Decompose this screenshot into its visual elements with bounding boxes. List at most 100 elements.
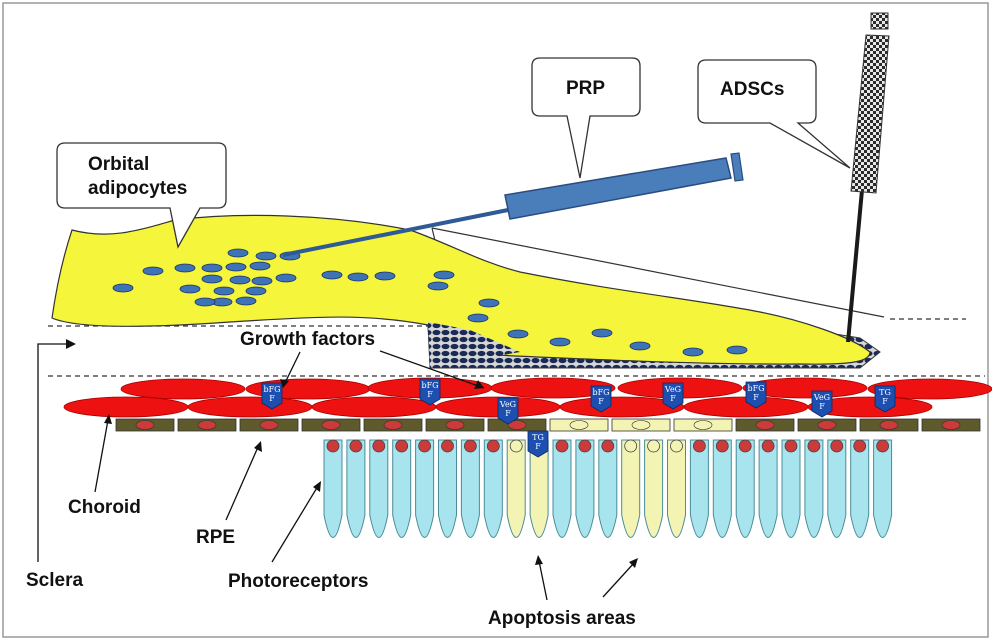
growth-factor-tag-text: F	[882, 397, 888, 406]
adipocyte-nucleus	[194, 297, 216, 307]
growth-factor-tag-text: F	[269, 394, 275, 403]
adipocyte-nucleus	[427, 281, 449, 291]
apoptosis-areas-label: Apoptosis areas	[488, 608, 636, 629]
choroid-vessel	[742, 377, 868, 399]
rpe-nucleus	[879, 420, 899, 430]
choroid-vessel	[187, 396, 313, 418]
adipocyte-nucleus	[235, 296, 257, 306]
rpe-nucleus	[817, 420, 837, 430]
choroid-vessel	[867, 378, 992, 400]
adipocyte-nucleus	[591, 328, 613, 338]
growth-factor-tag-text: F	[427, 390, 433, 399]
photoreceptor-nucleus	[784, 439, 798, 453]
choroid-vessel	[311, 396, 437, 418]
adipocyte-nucleus	[255, 251, 277, 261]
growth-factor-tag-text: bFG	[421, 381, 438, 390]
choroid-layer	[63, 377, 992, 418]
photoreceptor-nucleus	[853, 439, 867, 453]
prp-label: PRP	[566, 78, 605, 99]
photoreceptor-nucleus	[807, 439, 821, 453]
rpe-nucleus	[941, 420, 961, 430]
injection-plane-line	[431, 227, 885, 318]
growth-factor-tag-text: F	[819, 402, 825, 411]
rpe-nucleus	[135, 420, 155, 430]
adscs-syringe	[846, 12, 890, 343]
growth-factor-tag-text: F	[753, 393, 759, 402]
adipocyte-nuclei	[112, 248, 748, 357]
photoreceptor-nucleus	[761, 439, 775, 453]
adipocyte-nucleus	[201, 263, 223, 273]
photoreceptor-nucleus	[555, 439, 569, 453]
growth-factor-tag-text: bFG	[263, 385, 280, 394]
growth-factors-arrow-left	[280, 351, 301, 388]
choroid-label: Choroid	[68, 497, 141, 518]
rpe-nucleus	[507, 420, 527, 430]
photoreceptor-nucleus	[463, 439, 477, 453]
photoreceptor-cell	[621, 439, 641, 538]
photoreceptor-cell	[529, 439, 549, 538]
orbital-adipocytes-label-line2: adipocytes	[88, 178, 187, 199]
photoreceptor-cell	[804, 439, 824, 538]
adipocyte-nucleus	[507, 329, 529, 339]
adipocyte-nucleus	[201, 274, 223, 284]
photoreceptor-cell	[483, 439, 503, 538]
photoreceptor-cell	[850, 439, 870, 538]
choroid-vessel	[63, 396, 189, 418]
adipocyte-nucleus	[174, 263, 196, 273]
photoreceptor-cell	[873, 439, 893, 538]
photoreceptor-nucleus	[509, 439, 523, 453]
adipocyte-nucleus	[249, 261, 271, 271]
photoreceptor-nucleus	[830, 439, 844, 453]
photoreceptor-nucleus	[647, 439, 660, 453]
adipocyte-nucleus	[682, 347, 704, 357]
photoreceptor-cell	[575, 439, 595, 538]
photoreceptor-nucleus	[326, 439, 340, 453]
adscs-callout: ADSCs	[697, 59, 851, 169]
growth-factor-tag-text: F	[598, 397, 604, 406]
photoreceptor-nucleus	[578, 439, 592, 453]
choroid-vessel	[120, 378, 246, 400]
photoreceptor-nucleus	[372, 439, 386, 453]
prp-callout: PRP	[531, 57, 641, 179]
growth-factor-tag-text: bFG	[747, 384, 764, 393]
rpe-layer	[115, 418, 981, 432]
adscs-label: ADSCs	[720, 79, 784, 100]
growth-factor-tag: TGF	[527, 430, 549, 458]
photoreceptor-cell	[781, 439, 801, 538]
rpe-nucleus	[755, 420, 775, 430]
apoptosis-arrow-right	[602, 558, 638, 598]
photoreceptor-cell	[644, 439, 664, 538]
growth-factor-tag-shape	[261, 382, 283, 410]
growth-factor-tag-shape	[874, 385, 896, 413]
growth-factors-arrow	[379, 350, 485, 389]
growth-factor-tag-shape	[497, 397, 519, 425]
rpe-label: RPE	[196, 527, 235, 548]
growth-factor-tag: TGF	[874, 385, 896, 413]
growth-factor-tag-text: TG	[532, 433, 544, 442]
rpe-nucleus	[197, 420, 217, 430]
growth-factor-tag-text: F	[670, 394, 676, 403]
photoreceptor-cell	[346, 439, 366, 538]
photoreceptor-nucleus	[715, 439, 729, 453]
photoreceptors-arrow	[271, 481, 321, 563]
growth-factors-label: Growth factors	[240, 329, 375, 350]
photoreceptors-label: Photoreceptors	[228, 571, 368, 592]
photoreceptor-cell	[323, 439, 343, 538]
adipocyte-nucleus	[347, 272, 369, 282]
adipocyte-nucleus	[629, 341, 651, 351]
photoreceptor-cell	[758, 439, 778, 538]
photoreceptor-nucleus	[693, 439, 706, 453]
rpe-nucleus	[259, 420, 279, 430]
adipocyte-nucleus	[213, 286, 235, 296]
photoreceptor-nucleus	[441, 439, 454, 453]
rpe-nucleus	[631, 420, 651, 430]
photoreceptor-cell	[438, 439, 457, 538]
photoreceptor-nucleus	[418, 439, 432, 453]
photoreceptor-cell	[392, 439, 412, 538]
growth-factor-tag-text: VeG	[499, 400, 516, 409]
